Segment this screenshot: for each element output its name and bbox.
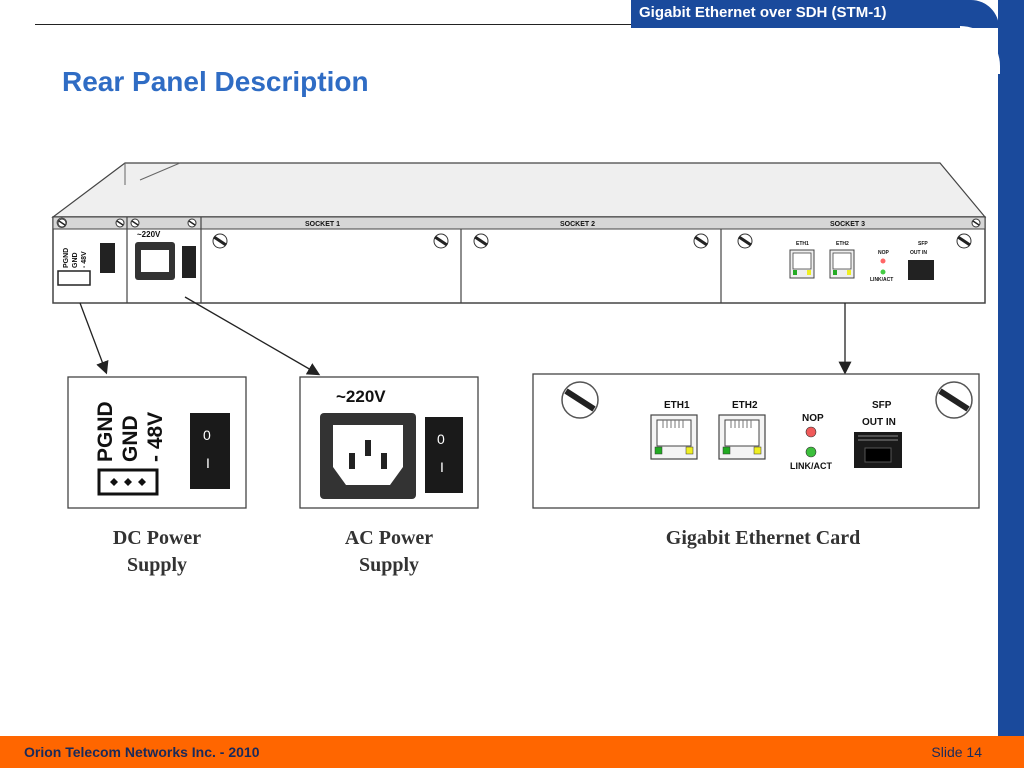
ac-switch-small — [182, 246, 196, 278]
ac-label-small: ~220V — [137, 230, 161, 239]
dc-pgnd-label: PGND — [63, 248, 70, 268]
mini-nop-label: NOP — [878, 250, 890, 256]
ac-voltage-label: ~220V — [336, 387, 386, 406]
header-tab: Gigabit Ethernet over SDH (STM-1) — [631, 0, 999, 28]
dc-48v-label: - 48V — [81, 251, 88, 268]
footer-slide-number: Slide 14 — [931, 744, 982, 760]
dc-switch-small — [100, 243, 115, 273]
right-accent-corner — [960, 26, 1000, 74]
card-nop-label: NOP — [802, 413, 824, 424]
socket2-label: SOCKET 2 — [560, 221, 595, 228]
mini-nop-led — [880, 258, 886, 264]
dc-48v-big: - 48V — [144, 412, 167, 462]
card-eth2-port — [718, 414, 766, 460]
card-screw-left — [562, 382, 598, 418]
rear-panel-diagram: SOCKET 1 SOCKET 2 SOCKET 3 PGND GND - 48… — [51, 162, 987, 576]
dc-switch-on: 0 — [203, 427, 211, 443]
ac-detail-panel: ~220V 0 I — [299, 376, 479, 509]
socket3-label: SOCKET 3 — [830, 221, 865, 228]
callout-arrows — [79, 296, 852, 376]
mini-sfp-outin: OUT IN — [910, 250, 927, 256]
ac-caption-line2: Supply — [359, 554, 419, 576]
dc-caption-line2: Supply — [127, 554, 187, 576]
mini-link-led — [880, 269, 886, 275]
mini-sfp-label: SFP — [918, 241, 928, 247]
card-eth1-label: ETH1 — [664, 400, 690, 411]
right-accent-bar — [998, 0, 1024, 738]
dc-pgnd-big: PGND — [94, 401, 117, 462]
ac-rocker-switch — [425, 417, 463, 493]
card-link-label: LINK/ACT — [790, 461, 832, 471]
slide-title: Rear Panel Description — [62, 66, 369, 97]
dc-terminal-small — [57, 270, 91, 286]
mini-eth2-label: ETH2 — [836, 241, 849, 247]
header-rule — [35, 24, 655, 25]
chassis-front-panel: SOCKET 1 SOCKET 2 SOCKET 3 PGND GND - 48… — [52, 216, 986, 304]
card-eth1-port — [650, 414, 698, 460]
mini-eth2-port — [829, 249, 855, 279]
footer-company: Orion Telecom Networks Inc. - 2010 — [24, 744, 260, 760]
dc-gnd-label: GND — [72, 252, 79, 268]
dc-caption-line1: DC Power — [113, 527, 201, 549]
mini-eth1-port — [789, 249, 815, 279]
mini-eth1-label: ETH1 — [796, 241, 809, 247]
dc-detail-panel: PGND GND - 48V 0 I — [67, 376, 247, 509]
socket1-label: SOCKET 1 — [305, 221, 340, 228]
card-sfp-label: SFP — [872, 400, 892, 411]
card-eth2-label: ETH2 — [732, 400, 758, 411]
card-nop-led — [805, 426, 817, 438]
card-screw-right — [936, 382, 972, 418]
card-sfp-outin: OUT IN — [862, 417, 896, 428]
mini-link-label: LINK/ACT — [870, 277, 893, 283]
footer-bar: Orion Telecom Networks Inc. - 2010 Slide… — [0, 736, 1024, 768]
chassis-top — [51, 162, 987, 218]
mini-sfp-cage — [908, 260, 934, 280]
card-detail-panel: ETH1 ETH2 NOP LINK/ACT SFP OUT IN — [532, 373, 980, 509]
ac-switch-on: 0 — [437, 431, 445, 447]
ac-switch-off: I — [440, 459, 444, 475]
dc-rocker-switch — [190, 413, 230, 489]
dc-gnd-big: GND — [119, 415, 142, 462]
dc-switch-off: I — [206, 455, 210, 471]
ac-caption-line1: AC Power — [345, 527, 433, 549]
card-caption: Gigabit Ethernet Card — [666, 527, 860, 549]
card-link-led — [805, 446, 817, 458]
